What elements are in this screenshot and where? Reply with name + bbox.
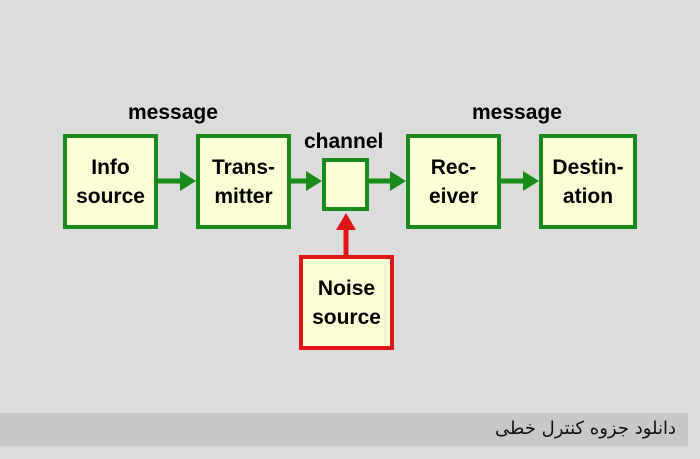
- arrow-transmitter-to-channel: [291, 171, 322, 191]
- receiver-line-2: eiver: [428, 184, 479, 208]
- info-source-line-2: source: [76, 184, 145, 208]
- noise-source-line-1: Noise: [317, 276, 376, 300]
- info-source-line-1: Info: [91, 155, 130, 179]
- arrow-info-to-transmitter: [158, 171, 196, 191]
- destination-line-1: Destin-: [552, 155, 624, 179]
- destination-line-2: ation: [562, 184, 614, 208]
- arrow-receiver-to-destination: [501, 171, 539, 191]
- info-source-box: Info source: [63, 134, 158, 229]
- receiver-box: Rec- eiver: [406, 134, 501, 229]
- noise-source-line-2: source: [312, 305, 381, 329]
- noise-source-box: Noise source: [299, 255, 394, 350]
- transmitter-line-1: Trans-: [211, 155, 276, 179]
- message-label-right: message: [472, 101, 562, 124]
- receiver-line-1: Rec-: [430, 155, 477, 179]
- message-label-left: message: [128, 101, 218, 124]
- channel-label: channel: [304, 130, 384, 153]
- channel-box: [322, 158, 369, 211]
- footer-bar: دانلود جزوه کنترل خطی: [0, 413, 688, 446]
- transmitter-box: Trans- mitter: [196, 134, 291, 229]
- destination-box: Destin- ation: [539, 134, 637, 229]
- transmitter-line-2: mitter: [214, 184, 273, 208]
- footer-text: دانلود جزوه کنترل خطی: [495, 418, 676, 439]
- arrow-noise-to-channel: [336, 213, 356, 256]
- arrow-channel-to-receiver: [369, 171, 406, 191]
